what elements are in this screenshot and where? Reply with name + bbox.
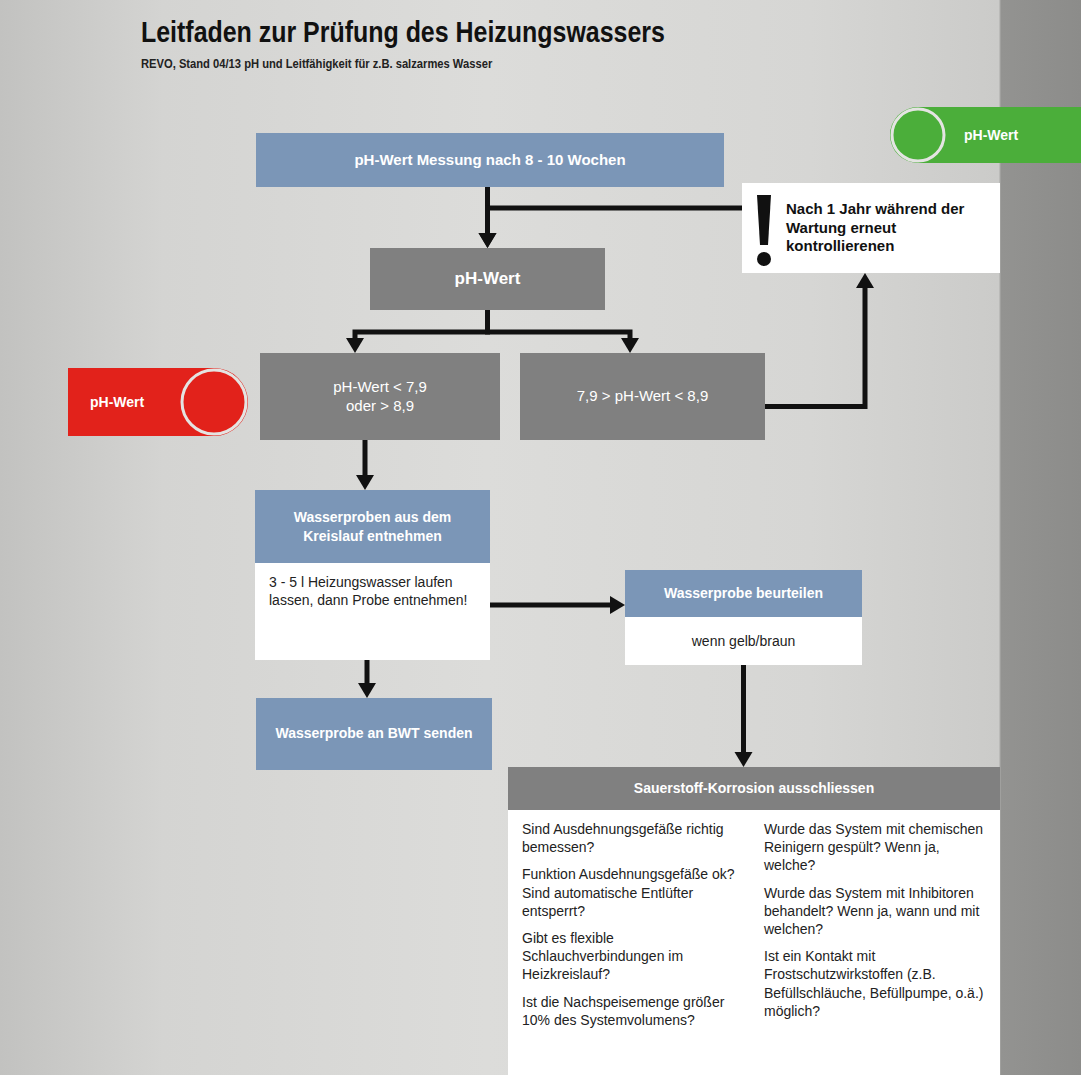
arrow-head xyxy=(479,233,497,248)
process-box: 7,9 > pH-Wert < 8,9 xyxy=(520,353,765,440)
box-text: pH-Wert < 7,9 oder > 8,9 xyxy=(321,378,439,416)
box-heading: Wasserprobe beurteilen xyxy=(625,570,862,617)
flow-arrow xyxy=(346,310,488,353)
box-body: Sind Ausdehnungsgefäße richtig bemessen?… xyxy=(508,810,1000,1075)
box-text: Wasserprobe an BWT senden xyxy=(275,725,472,743)
flow-arrow xyxy=(479,208,743,248)
box-text: 7,9 > pH-Wert < 8,9 xyxy=(577,387,708,406)
body-text: wenn gelb/braun xyxy=(692,632,796,650)
arrow-head xyxy=(621,338,639,353)
box-text: Nach 1 Jahr während der Wartung erneut k… xyxy=(786,200,988,256)
pill-text: pH-Wert xyxy=(90,394,144,410)
arrow-head xyxy=(358,683,376,698)
pill-ring xyxy=(892,109,944,161)
arrow-line xyxy=(765,287,865,407)
step-box: Wasserproben aus dem Kreislauf entnehmen… xyxy=(255,490,490,660)
pill-text: pH-Wert xyxy=(964,127,1018,143)
arrow-head xyxy=(479,233,497,248)
arrow-line xyxy=(363,440,368,476)
diagram-title: Leitfaden zur Prüfung des Heizungswasser… xyxy=(141,16,665,49)
process-box: pH-Wert Messung nach 8 - 10 Wochen xyxy=(256,133,724,187)
question-text: Funktion Ausdehnungsgefäße ok? Sind auto… xyxy=(522,865,744,920)
exclamation-dot xyxy=(757,252,771,266)
arrow-head xyxy=(346,338,364,353)
arrow-head xyxy=(856,273,874,288)
box-body: wenn gelb/braun xyxy=(625,617,862,665)
body-text: 3 - 5 l Heizungswasser laufen lassen, da… xyxy=(269,573,476,609)
status-pill: pH-Wert xyxy=(890,107,1081,163)
question-text: Wurde das System mit chemischen Reiniger… xyxy=(764,820,986,875)
question-columns: Sind Ausdehnungsgefäße richtig bemessen?… xyxy=(522,820,986,1038)
arrow-line xyxy=(488,310,631,339)
arrow-line xyxy=(741,665,746,753)
process-box: pH-Wert < 7,9 oder > 8,9 xyxy=(260,353,500,440)
flow-arrow xyxy=(356,440,374,490)
checklist-panel: Sauerstoff-Korrosion ausschliessenSind A… xyxy=(508,767,1000,1075)
question-column: Sind Ausdehnungsgefäße richtig bemessen?… xyxy=(522,820,744,1038)
question-text: Ist ein Kontakt mit Frostschutzwirkstoff… xyxy=(764,947,986,1020)
heading-text: Sauerstoff-Korrosion ausschliessen xyxy=(634,779,874,797)
flow-arrow xyxy=(735,665,753,767)
heading-text: Wasserproben aus dem Kreislauf entnehmen xyxy=(267,508,478,544)
box-body: 3 - 5 l Heizungswasser laufen lassen, da… xyxy=(255,563,490,660)
flow-arrow xyxy=(765,273,874,407)
question-column: Wurde das System mit chemischen Reiniger… xyxy=(764,820,986,1038)
arrow-line xyxy=(490,603,611,608)
process-box: pH-Wert xyxy=(370,248,605,310)
question-text: Wurde das System mit Inhibitoren behande… xyxy=(764,884,986,939)
flow-arrow xyxy=(488,310,640,353)
arrow-head xyxy=(735,752,753,767)
arrow-line xyxy=(488,208,743,234)
question-text: Sind Ausdehnungsgefäße richtig bemessen? xyxy=(522,820,744,856)
subtitle-note: REVO, Stand 04/13 pH und Leitfähigkeit f… xyxy=(141,56,492,71)
box-text: pH-Wert Messung nach 8 - 10 Wochen xyxy=(354,151,625,170)
box-heading: Wasserproben aus dem Kreislauf entnehmen xyxy=(255,490,490,563)
status-pill: pH-Wert xyxy=(68,368,248,436)
note-box: Nach 1 Jahr während der Wartung erneut k… xyxy=(742,183,1000,273)
exclamation-symbol xyxy=(755,195,773,271)
step-box: Wasserprobe beurteilen wenn gelb/braun xyxy=(625,570,862,665)
box-heading: Sauerstoff-Korrosion ausschliessen xyxy=(508,767,1000,810)
flow-arrow xyxy=(358,660,376,698)
process-box: Wasserprobe an BWT senden xyxy=(256,698,492,770)
arrow-head xyxy=(356,475,374,490)
exclamation-bar xyxy=(757,195,771,245)
pill-ring xyxy=(182,370,246,434)
arrow-line xyxy=(365,660,370,684)
question-text: Ist die Nachspeisemenge größer 10% des S… xyxy=(522,993,744,1029)
arrow-line xyxy=(355,310,488,339)
heading-text: Wasserprobe beurteilen xyxy=(664,584,823,602)
question-text: Gibt es flexible Schlauchverbindungen im… xyxy=(522,929,744,984)
flow-arrow xyxy=(490,596,625,614)
box-text: pH-Wert xyxy=(455,268,521,289)
arrow-head xyxy=(610,596,625,614)
